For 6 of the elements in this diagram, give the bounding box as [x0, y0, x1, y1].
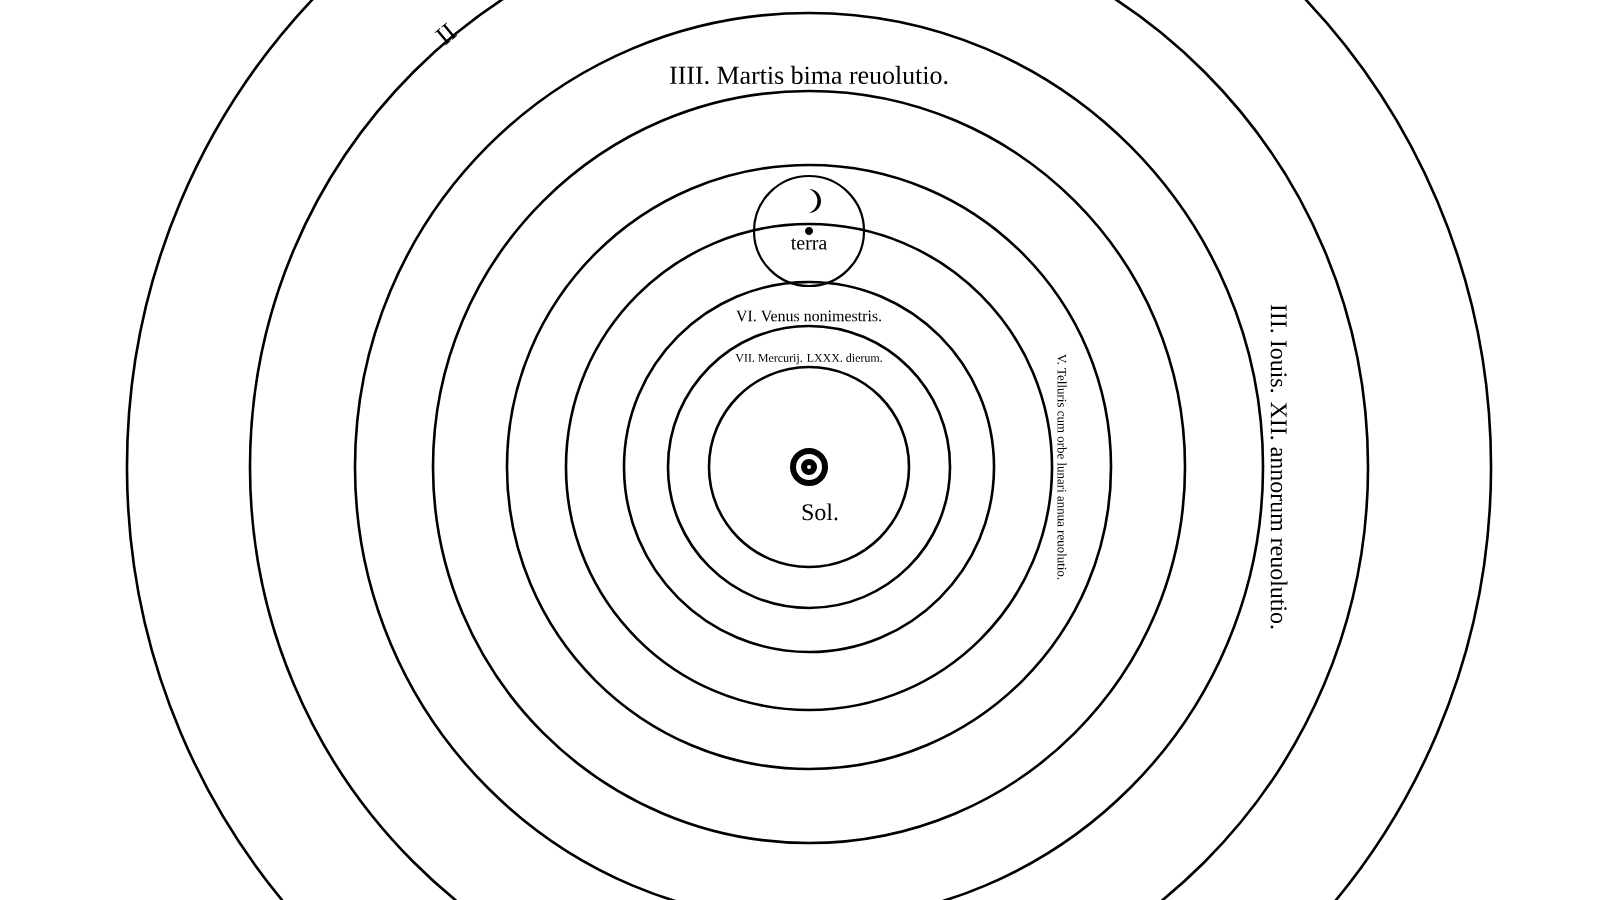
- orbit-label: VI. Venus nonimestris.: [736, 310, 881, 322]
- sun-label: Sol.: [802, 503, 838, 521]
- orbit-label: VII. Mercurij. LXXX. dierum.: [735, 353, 882, 365]
- orbit-label: IIII. Martis bima reuolutio.: [670, 65, 948, 85]
- orbit-label: V. Telluris cum orbe lunari annua reuolutio.: [1057, 354, 1067, 580]
- orbit-label: III. Iouis. XII. annorum reuolutio.: [1270, 304, 1288, 629]
